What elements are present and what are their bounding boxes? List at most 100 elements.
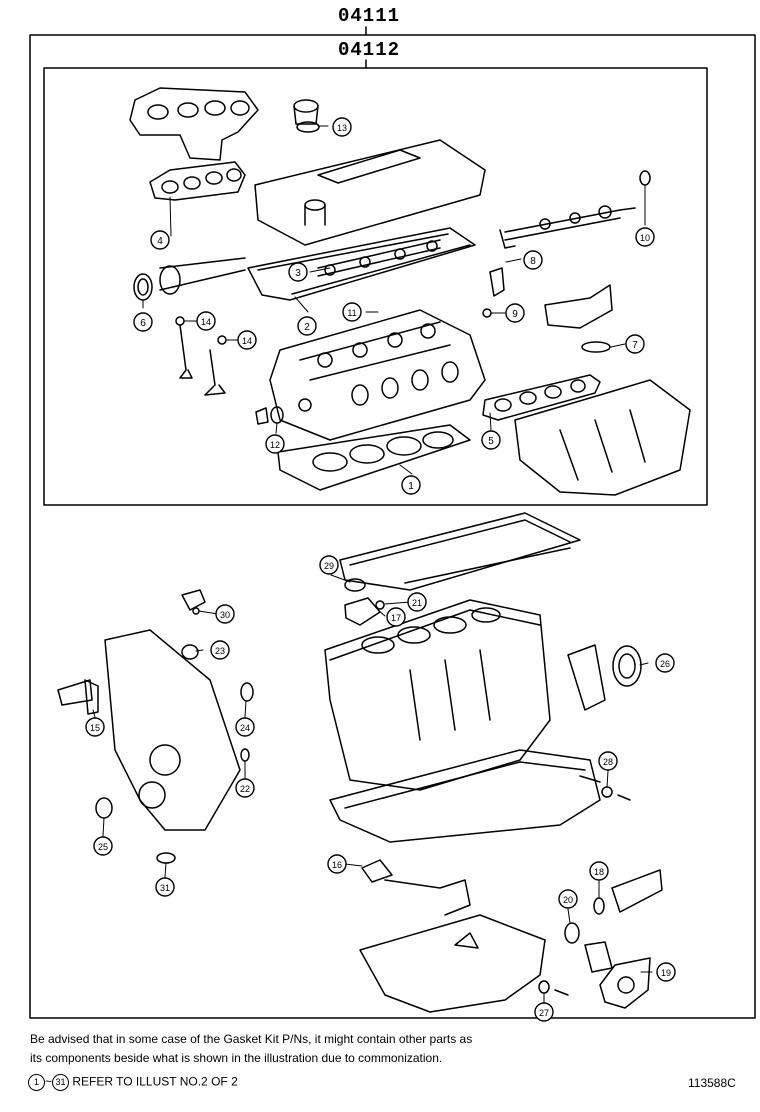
callout-1: 1 (408, 481, 414, 492)
callout-19: 19 (661, 968, 671, 978)
gasket-29 (344, 578, 366, 592)
timing-chain-cover (104, 629, 241, 831)
callout-25: 25 (98, 842, 108, 852)
callout-circle-2 (297, 316, 317, 336)
camshaft (499, 205, 636, 249)
callout-circle-11 (342, 302, 362, 322)
cylinder-head (269, 309, 486, 441)
callout-7: 7 (632, 340, 638, 351)
callout-17: 17 (391, 613, 401, 623)
callout-circle-30 (215, 604, 235, 624)
camshaft-plug (639, 170, 651, 186)
callout-circle-27 (534, 1002, 554, 1022)
callout-20: 20 (563, 895, 573, 905)
gasket-20 (564, 922, 580, 944)
cylinder-head-gasket (277, 424, 471, 491)
callout-18: 18 (594, 867, 604, 877)
callout-circle-1 (401, 475, 421, 495)
oil-control-valve (482, 267, 505, 318)
ref-from-callout: 1 (28, 1074, 45, 1091)
figure-number: 113588C (688, 1076, 736, 1090)
callout-circle-26 (655, 653, 675, 673)
intake-manifold (514, 379, 691, 496)
callout-3: 3 (295, 268, 301, 279)
exhaust-manifold-gasket (149, 161, 246, 201)
inner-kit-frame (43, 67, 708, 506)
callout-circle-8 (523, 250, 543, 270)
ref-text: REFER TO ILLUST NO.2 OF 2 (72, 1074, 238, 1089)
callout-circle-28 (598, 751, 618, 771)
ref-to-callout: 31 (52, 1074, 70, 1091)
head-cover-gasket (247, 227, 476, 301)
callout-circle-14a (196, 311, 216, 331)
callout-28: 28 (603, 757, 613, 767)
callout-2: 2 (304, 322, 310, 333)
cylinder-block (324, 599, 551, 791)
ref-separator: ~ (45, 1074, 53, 1089)
callout-circle-29 (319, 555, 339, 575)
callout-8: 8 (530, 256, 536, 267)
callout-circle-7 (625, 334, 645, 354)
refer-illustration-note: 1~31 REFER TO ILLUST NO.2 OF 2 (28, 1074, 238, 1091)
inner-kit-code: 04112 (338, 39, 401, 61)
callout-27: 27 (539, 1008, 549, 1018)
callout-23: 23 (215, 646, 225, 656)
callout-circle-19 (656, 962, 676, 982)
callout-4: 4 (157, 236, 163, 247)
callout-circle-18 (589, 861, 609, 881)
callout-11: 11 (347, 308, 356, 318)
callout-circle-5 (481, 430, 501, 450)
callout-circle-23 (210, 640, 230, 660)
rear-oil-seal (612, 645, 642, 687)
callout-circle-14b (237, 330, 257, 350)
callout-circle-17 (386, 607, 406, 627)
callout-circle-25 (93, 836, 113, 856)
callout-5: 5 (488, 436, 494, 447)
gasket-7 (581, 341, 611, 353)
outer-kit-code: 04111 (338, 5, 401, 27)
cover-bracket-15 (57, 679, 99, 715)
oil-seal-23 (181, 644, 199, 660)
rear-oil-seal-retainer (567, 644, 606, 711)
callout-26: 26 (660, 659, 670, 669)
drain-plug-28 (579, 775, 631, 801)
outer-kit-frame (29, 34, 756, 1019)
commonization-note-line-1: Be advised that in some case of the Gask… (30, 1032, 473, 1046)
callout-circle-20 (558, 889, 578, 909)
leader-lines (92, 125, 653, 1003)
callout-circle-13 (332, 117, 352, 137)
spark-plug-tube-gaskets (317, 239, 441, 277)
callout-circles (85, 117, 676, 1022)
callout-14b: 14 (242, 336, 252, 346)
oil-strainer (361, 859, 471, 916)
o-ring-22 (240, 748, 250, 762)
callout-circle-15 (85, 717, 105, 737)
callout-circle-4 (150, 230, 170, 250)
callout-circle-12 (265, 434, 285, 454)
callout-14a: 14 (201, 317, 211, 327)
callout-29: 29 (324, 561, 334, 571)
water-inlet-gasket (599, 957, 651, 1009)
cylinder-head-cover (254, 139, 486, 246)
callout-22: 22 (240, 784, 250, 794)
callout-21: 21 (412, 598, 422, 608)
gasket-18 (593, 897, 605, 915)
callout-31: 31 (160, 883, 170, 893)
oil-seal-6 (133, 273, 153, 301)
oil-strainer-gasket (181, 589, 206, 615)
water-pipe (611, 869, 663, 913)
callout-circle-10 (635, 227, 655, 247)
callout-numbers: 1 2 3 4 5 6 7 8 9 10 11 12 13 14 14 15 1… (90, 123, 671, 1018)
callout-10: 10 (640, 233, 650, 243)
intake-manifold-gasket (482, 374, 601, 421)
intake-camshaft (159, 257, 246, 295)
oil-pan-lower (359, 914, 546, 1013)
callout-12: 12 (270, 440, 280, 450)
commonization-note-line-2: its components beside what is shown in t… (30, 1051, 443, 1065)
callout-6: 6 (140, 318, 146, 329)
callout-circle-16 (327, 854, 347, 874)
oil-pan-gasket-upper (339, 512, 581, 591)
gasket-27 (538, 980, 569, 996)
